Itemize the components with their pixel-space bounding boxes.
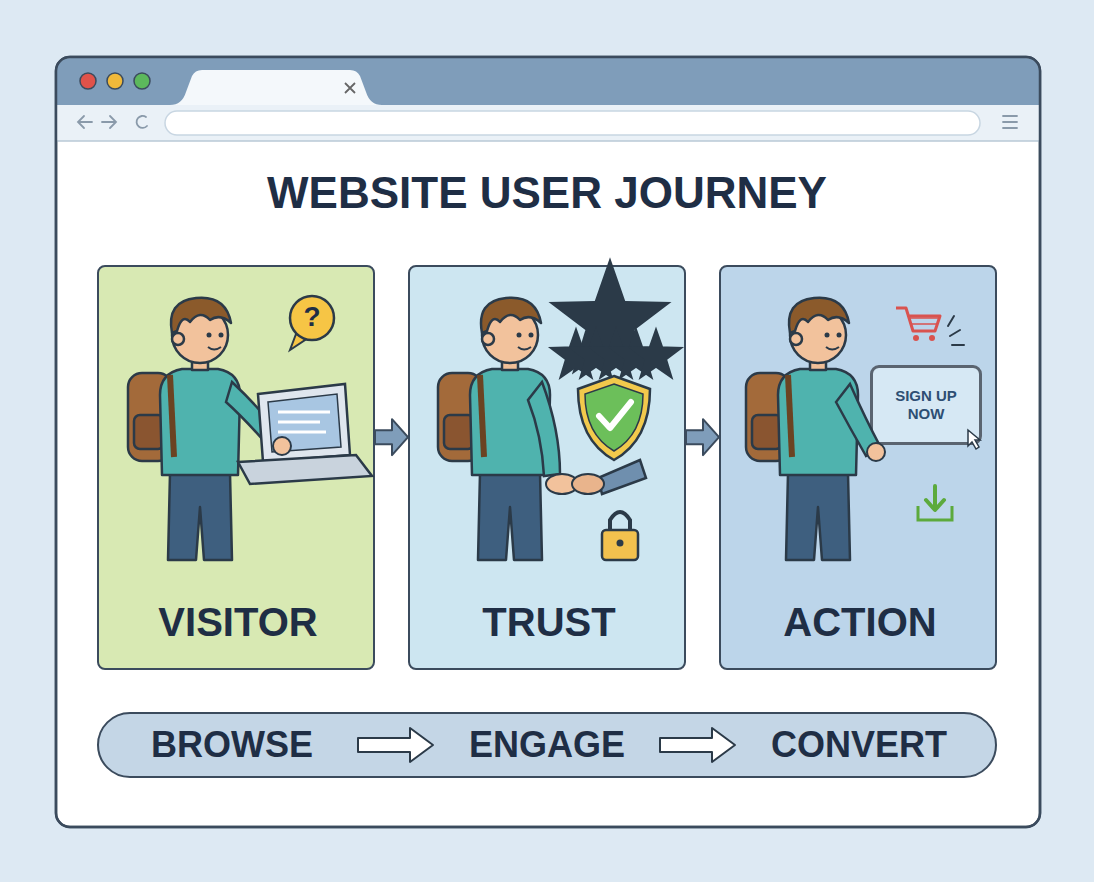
node-label: TRUST xyxy=(482,600,615,644)
trust-figure xyxy=(438,298,550,560)
text-slot: ACTION xyxy=(721,599,999,645)
stage-bar: BROWSE ENGAGE CONVERT xyxy=(97,712,997,778)
browser-tab xyxy=(170,70,382,105)
visitor-figure xyxy=(268,394,341,452)
node-label: ACTION xyxy=(783,600,936,644)
flow-arrows xyxy=(660,728,735,762)
stage-panel: VISITOR xyxy=(97,265,375,670)
flow-arrow xyxy=(375,419,408,455)
browser-window xyxy=(57,58,1039,105)
flow-arrow xyxy=(686,419,719,455)
window-dots xyxy=(107,73,123,89)
browser-window xyxy=(56,57,1040,827)
text-slot: VISITOR xyxy=(99,599,377,645)
trust-figure xyxy=(595,306,625,335)
text-slot: BROWSE xyxy=(132,724,332,765)
trust-figure xyxy=(598,460,646,494)
action-figure xyxy=(929,335,935,341)
flow-arrows xyxy=(358,728,735,762)
action-figure xyxy=(896,308,940,331)
page-title: WEBSITE USER JOURNEY xyxy=(267,168,827,219)
nav-icons xyxy=(78,116,92,128)
visitor-figure xyxy=(273,437,291,455)
trust-figure xyxy=(610,512,630,532)
node-label: BROWSE xyxy=(151,724,313,765)
address-bar xyxy=(165,111,980,135)
trust-figure xyxy=(585,384,643,451)
visitor-figure xyxy=(128,298,240,560)
trust-figure xyxy=(567,347,584,363)
trust-figure xyxy=(587,347,604,363)
action-figure xyxy=(948,316,964,345)
trust-figure xyxy=(647,347,664,363)
visitor-figure xyxy=(226,382,282,448)
window-dots xyxy=(134,73,150,89)
nav-icons xyxy=(102,116,116,128)
node-label: VISITOR xyxy=(158,600,317,644)
node-label: ENGAGE xyxy=(469,724,625,765)
node-label: CONVERT xyxy=(771,724,947,765)
visitor-figure xyxy=(290,334,308,350)
trust-figure xyxy=(599,402,631,428)
stage-panel: SIGN UP NOW ACTION xyxy=(719,265,997,670)
stage-panel: TRUST xyxy=(408,265,686,670)
visitor-figure xyxy=(290,296,334,340)
visitor-figure xyxy=(238,455,372,484)
label-slot: ? xyxy=(292,301,332,333)
action-figure xyxy=(746,298,858,560)
action-figure xyxy=(746,298,980,560)
browser-window xyxy=(57,140,1039,142)
trust-figure xyxy=(546,474,578,494)
action-figure xyxy=(910,318,938,324)
trust-figure xyxy=(607,347,624,363)
trust-figure xyxy=(578,376,650,460)
trust-figure xyxy=(567,347,664,363)
action-figure xyxy=(836,384,880,456)
browser-tab xyxy=(170,70,382,105)
node-label: SIGN UP NOW xyxy=(895,387,957,422)
browser-window xyxy=(56,57,1040,827)
text-slot: CONVERT xyxy=(759,724,959,765)
window-dots xyxy=(80,73,150,89)
text-slot: TRUST xyxy=(410,599,688,645)
action-figure xyxy=(867,443,885,461)
nav-icons xyxy=(137,116,147,128)
visitor-figure xyxy=(278,412,330,432)
trust-figure xyxy=(627,347,644,363)
action-figure xyxy=(926,486,944,510)
text-slot: SIGN UP NOW xyxy=(881,387,971,423)
browser-window xyxy=(56,57,1040,827)
trust-figure xyxy=(617,540,624,547)
question-mark: ? xyxy=(303,301,320,332)
browser-tab xyxy=(345,83,355,93)
nav-icons xyxy=(1003,116,1017,128)
visitor-figure xyxy=(128,296,372,560)
action-figure xyxy=(918,506,952,520)
flow-arrows xyxy=(358,728,433,762)
trust-figure xyxy=(438,298,665,560)
visitor-figure xyxy=(258,384,350,462)
trust-figure xyxy=(572,474,604,494)
action-figure xyxy=(968,430,980,449)
title-box: WEBSITE USER JOURNEY xyxy=(0,168,1094,219)
trust-figure xyxy=(528,382,560,476)
window-dots xyxy=(80,73,96,89)
tablet-button: SIGN UP NOW xyxy=(870,365,982,445)
browser-window xyxy=(57,105,1039,141)
text-slot: ENGAGE xyxy=(447,724,647,765)
trust-figure xyxy=(602,530,638,560)
action-figure xyxy=(913,335,919,341)
